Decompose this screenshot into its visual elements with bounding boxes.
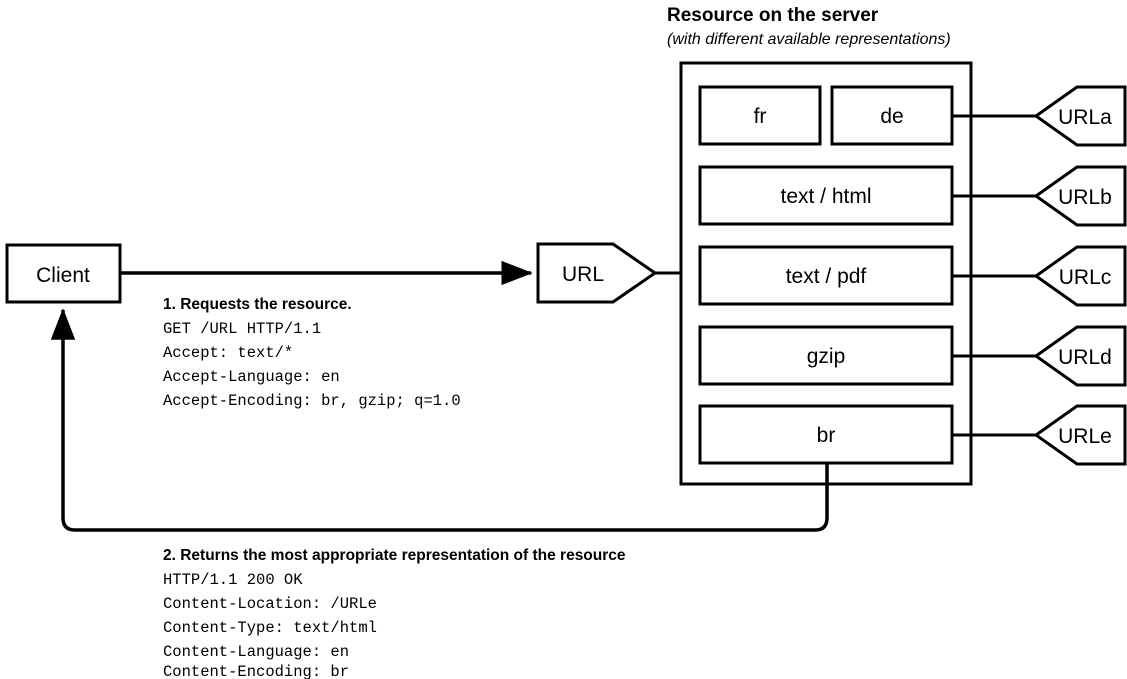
response-header-line: Content-Encoding: br (163, 663, 349, 679)
request-header-line: Accept: text/* (163, 344, 293, 362)
response-header-line: Content-Type: text/html (163, 619, 377, 637)
representation-label: br (817, 424, 836, 447)
representation-fr[interactable]: fr (698, 85, 822, 146)
url-label: URLb (1058, 186, 1112, 209)
client-label: Client (36, 264, 90, 287)
response-message-block: 2. Returns the most appropriate represen… (163, 547, 626, 679)
representation-label: de (880, 105, 903, 128)
representation-label: gzip (807, 345, 846, 368)
url-label: URLe (1058, 425, 1112, 448)
request-header-line: GET /URL HTTP/1.1 (163, 320, 321, 338)
client-node[interactable]: Client (5, 243, 122, 304)
url-label: URLa (1058, 106, 1112, 129)
url-node-d[interactable]: URLd (1033, 325, 1127, 387)
representation-label: text / html (780, 185, 871, 208)
url-label: URLc (1059, 266, 1112, 289)
representation-text-html[interactable]: text / html (698, 165, 954, 226)
url-node-a[interactable]: URLa (1033, 85, 1127, 147)
url-request-node[interactable]: URL (536, 242, 658, 304)
url-label: URLd (1058, 346, 1112, 369)
response-header-line: Content-Language: en (163, 643, 349, 661)
diagram-subtitle: (with different available representation… (667, 31, 951, 48)
url-node-e[interactable]: URLe (1033, 404, 1127, 466)
response-header-line: Content-Location: /URLe (163, 595, 377, 613)
representation-text-pdf[interactable]: text / pdf (698, 245, 954, 306)
request-message-block: 1. Requests the resource. GET /URL HTTP/… (163, 296, 461, 410)
url-node-c[interactable]: URLc (1033, 245, 1127, 307)
request-header-line: Accept-Encoding: br, gzip; q=1.0 (163, 392, 461, 410)
request-step-title: 1. Requests the resource. (163, 296, 352, 313)
representation-label: fr (754, 105, 767, 128)
representation-de[interactable]: de (830, 85, 954, 146)
response-header-line: HTTP/1.1 200 OK (163, 571, 303, 589)
representation-gzip[interactable]: gzip (698, 325, 954, 386)
request-header-line: Accept-Language: en (163, 368, 340, 386)
url-node-b[interactable]: URLb (1033, 165, 1127, 227)
url-request-label: URL (562, 263, 604, 286)
diagram-title: Resource on the server (667, 5, 879, 26)
response-step-title: 2. Returns the most appropriate represen… (163, 547, 626, 564)
response-return-path (50, 308, 829, 532)
representation-br[interactable]: br (698, 404, 954, 465)
representation-label: text / pdf (786, 265, 867, 288)
